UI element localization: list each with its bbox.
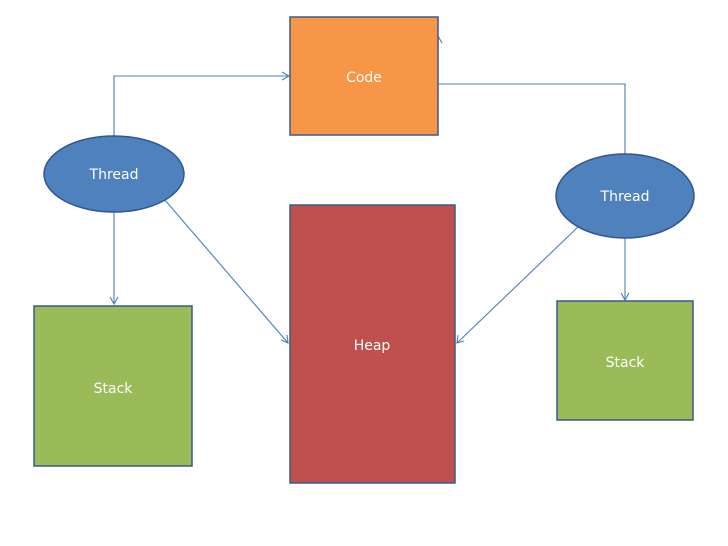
thread-right-label: Thread bbox=[600, 189, 650, 205]
edge-thread-right-to-code bbox=[437, 36, 626, 155]
stack-left-label: Stack bbox=[94, 381, 134, 397]
stack-right-box bbox=[556, 300, 694, 421]
code-box bbox=[289, 16, 439, 136]
arrowhead-code-left bbox=[281, 71, 291, 81]
arrowhead-heap-right bbox=[456, 334, 465, 344]
arrowhead-heap-left bbox=[280, 334, 289, 344]
heap-node: Heap bbox=[289, 204, 456, 484]
arrowhead-stack-right bbox=[620, 292, 630, 302]
edge-thread-left-to-heap bbox=[163, 198, 289, 344]
arrowhead-stack-left bbox=[109, 296, 119, 306]
edge-thread-right-to-heap bbox=[456, 226, 579, 344]
heap-label: Heap bbox=[354, 338, 391, 354]
thread-right-node: Thread bbox=[555, 153, 695, 239]
stack-left-node: Stack bbox=[33, 305, 193, 467]
thread-right-ellipse bbox=[555, 153, 695, 239]
thread-left-ellipse bbox=[43, 135, 185, 213]
code-label: Code bbox=[346, 70, 382, 86]
edge-thread-left-to-code bbox=[113, 75, 288, 137]
code-node: Code bbox=[289, 16, 439, 136]
connectors bbox=[109, 34, 630, 344]
thread-left-node: Thread bbox=[43, 135, 185, 213]
thread-left-label: Thread bbox=[89, 167, 139, 183]
heap-box bbox=[289, 204, 456, 484]
stack-right-node: Stack bbox=[556, 300, 694, 421]
stack-left-box bbox=[33, 305, 193, 467]
stack-right-label: Stack bbox=[606, 355, 646, 371]
